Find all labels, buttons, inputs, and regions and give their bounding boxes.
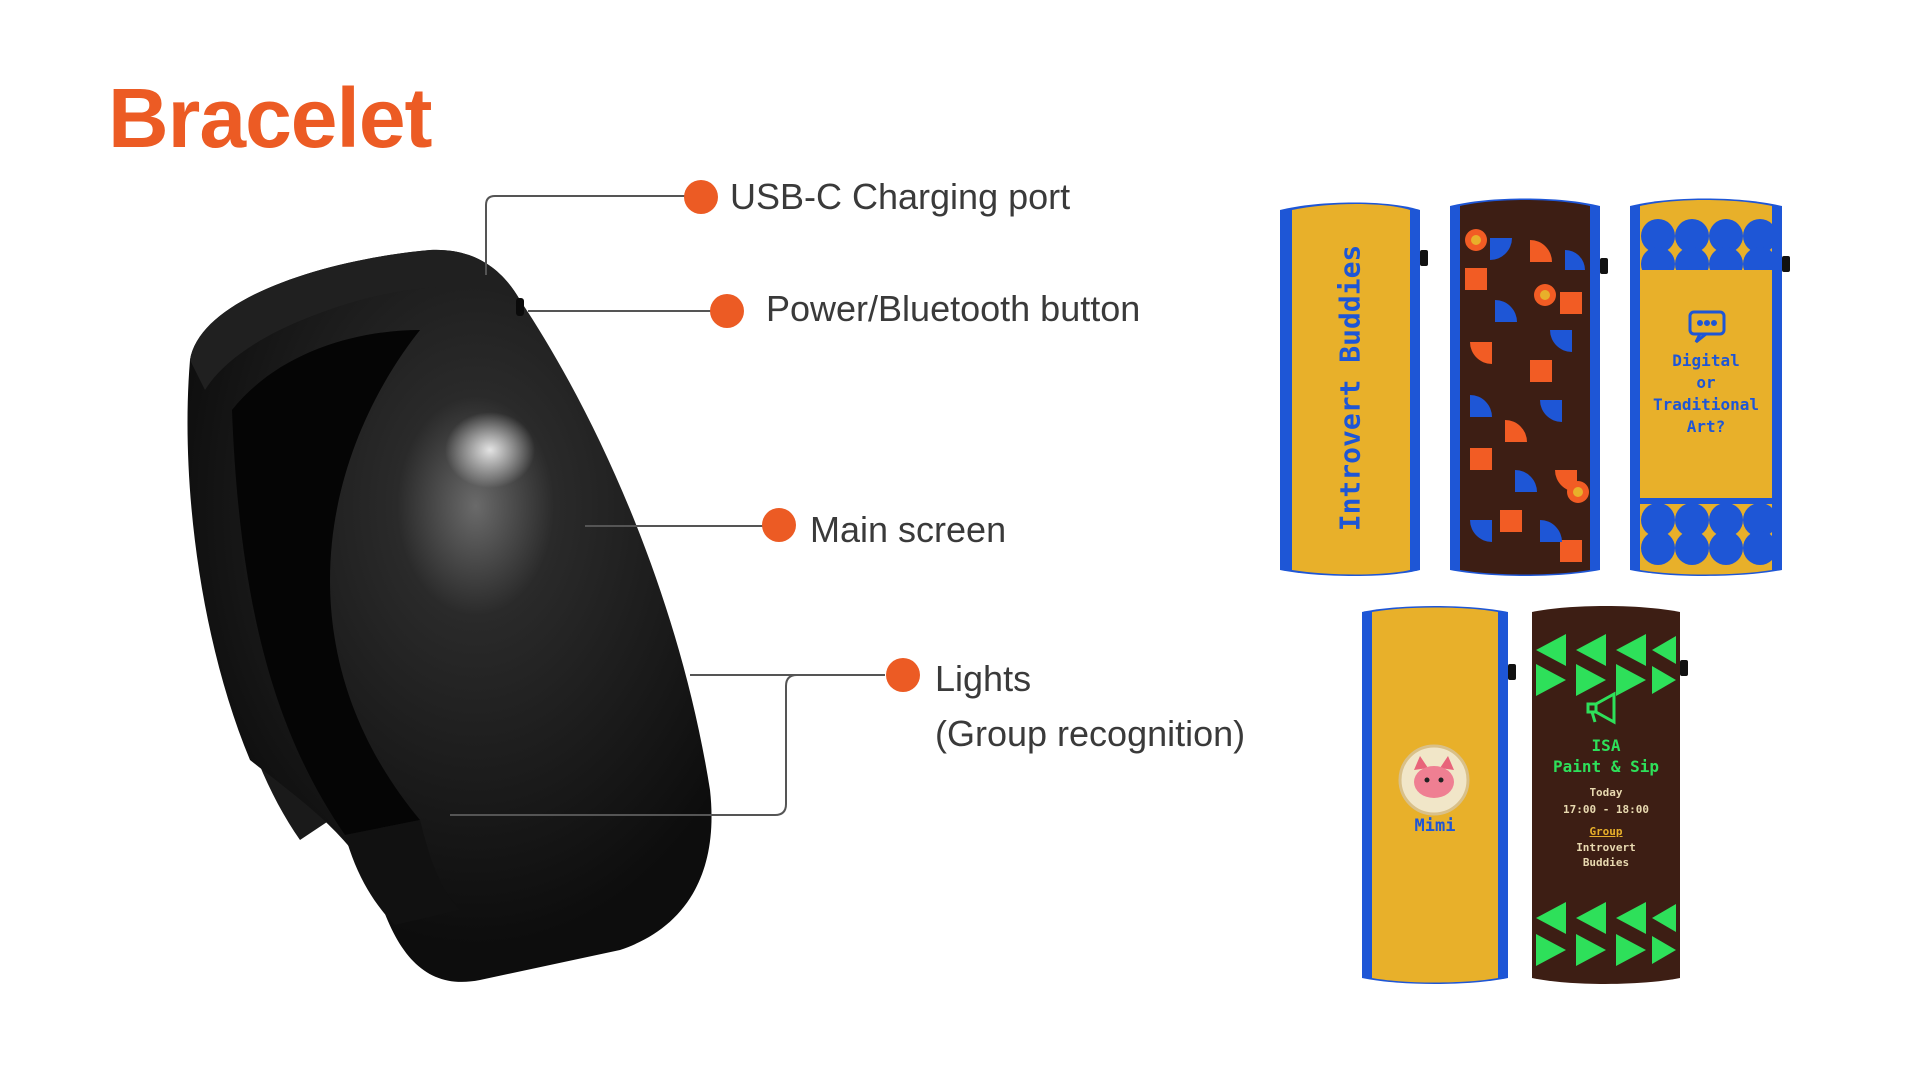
screen-callout-dot	[762, 508, 796, 542]
lights-callout-dot	[886, 658, 920, 692]
usb-callout-dot	[684, 180, 718, 214]
main-screen-label: Main screen	[810, 509, 1007, 550]
band5-text-block: ISA Paint & Sip Today 17:00 - 18:00 Grou…	[1532, 736, 1680, 870]
band3-text-block: Digital or Traditional Art?	[1640, 350, 1772, 438]
band5-day: Today	[1589, 786, 1623, 799]
band-text-introvert-buddies: Introvert Buddies	[1333, 244, 1367, 532]
usb-charging-port-label: USB-C Charging port	[730, 176, 1071, 217]
chat-bubble-icon	[1688, 310, 1726, 344]
lights-label: Lights	[935, 658, 1032, 699]
megaphone-icon	[1586, 691, 1616, 725]
band-mimi-avatar	[1362, 606, 1516, 984]
band3-line-2: or	[1696, 373, 1716, 392]
band-event-paint-sip	[1532, 606, 1688, 984]
band4-name: Mimi	[1414, 816, 1456, 836]
band3-line-3: Traditional	[1653, 395, 1759, 414]
cat-avatar-icon	[1398, 744, 1470, 816]
band5-group-label: Group	[1589, 825, 1623, 838]
page-title: Bracelet	[108, 71, 433, 165]
lights-leader-line-lower	[450, 674, 885, 816]
band3-line-4: Art?	[1686, 417, 1726, 436]
band-digital-or-traditional	[1630, 198, 1790, 576]
band5-title-line-2: Paint & Sip	[1553, 757, 1659, 776]
band5-title-line-1: ISA	[1591, 736, 1621, 755]
power-bluetooth-button-label: Power/Bluetooth button	[766, 288, 1141, 329]
band-geometric-pattern	[1450, 198, 1608, 576]
bracelet-body	[187, 249, 712, 982]
band5-group-line-1: Introvert	[1576, 841, 1636, 854]
usb-leader-line	[485, 195, 690, 275]
band5-time: 17:00 - 18:00	[1562, 803, 1650, 816]
band3-line-1: Digital	[1672, 351, 1740, 370]
power-callout-dot	[710, 294, 744, 328]
band5-group-line-2: Buddies	[1582, 856, 1630, 869]
band-introvert-buddies	[1280, 202, 1428, 576]
lights-sublabel: (Group recognition)	[935, 713, 1246, 754]
